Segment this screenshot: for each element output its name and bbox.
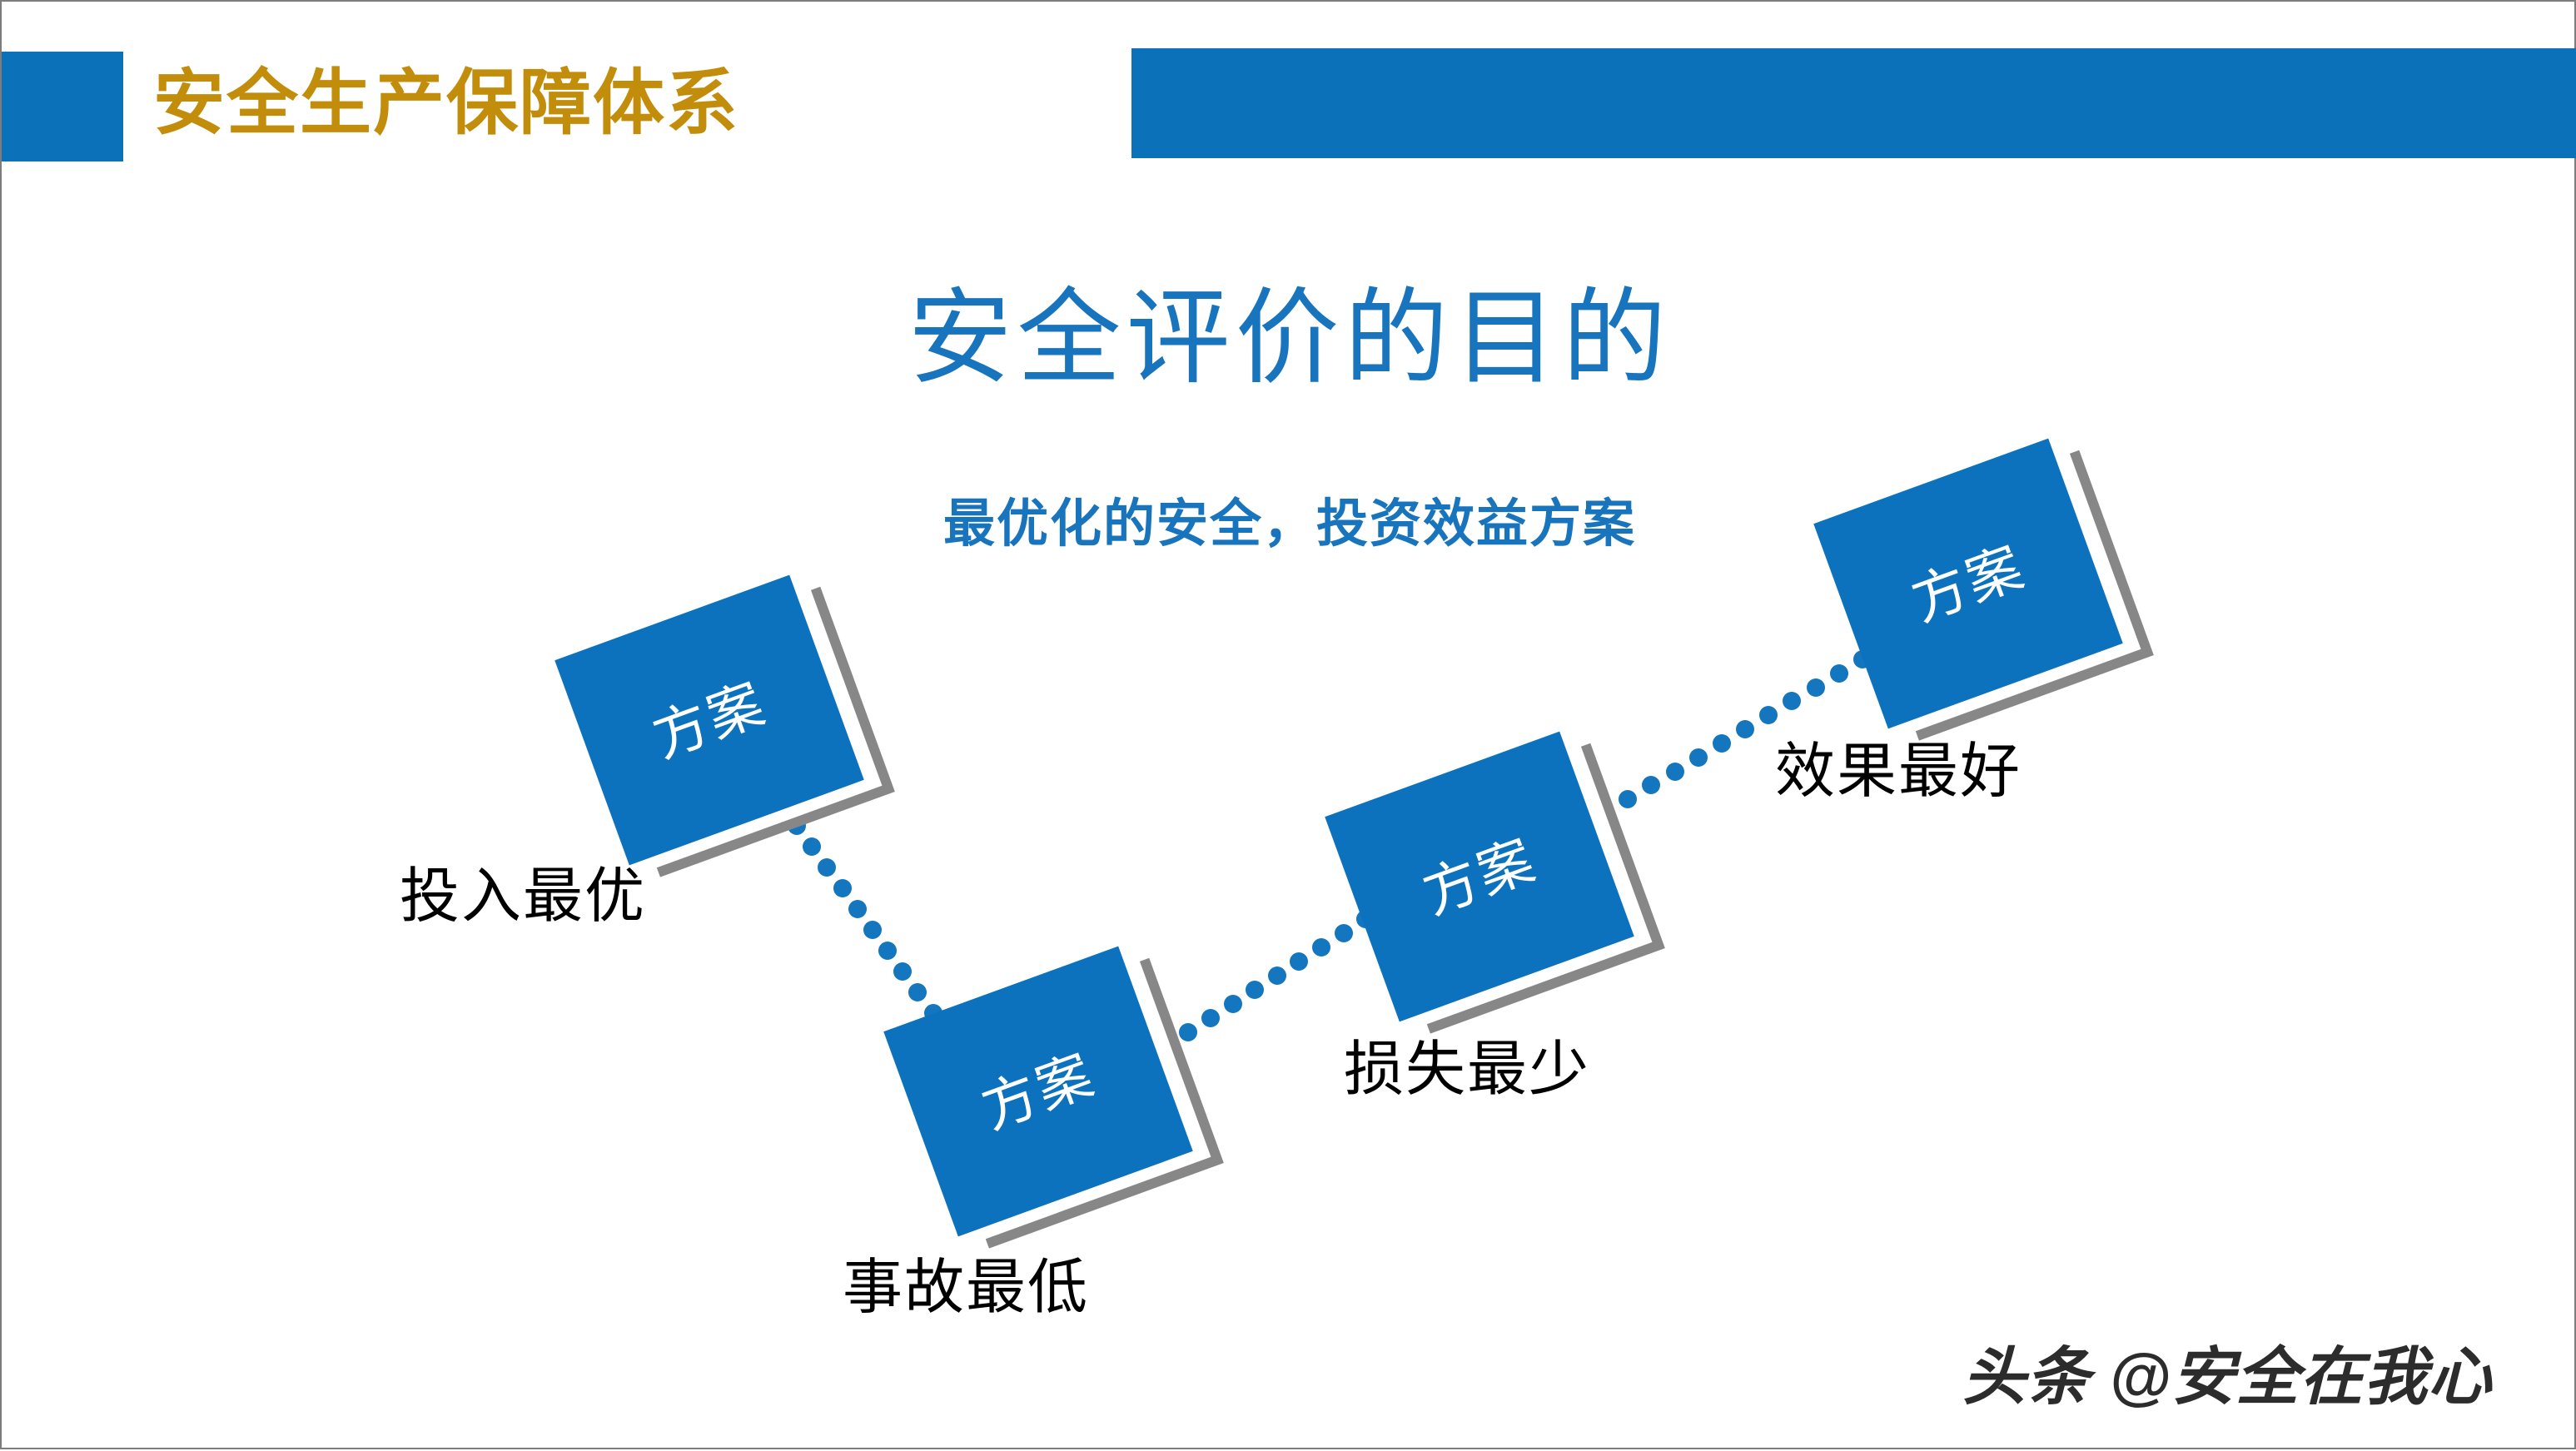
flow-node-label: 方案	[1903, 534, 2033, 633]
connector-dot	[1642, 776, 1661, 795]
header-title: 安全生产保障体系	[153, 63, 739, 143]
connector-dot	[1246, 981, 1265, 999]
connector-dot	[803, 837, 822, 856]
connector-dot	[1736, 720, 1755, 739]
flow-node-4[interactable]: 方案	[1813, 438, 2154, 741]
header-accent-bar-right	[1131, 48, 2576, 158]
connector-dot	[833, 879, 852, 897]
connector-dot	[1806, 678, 1825, 697]
connector-dot	[848, 900, 867, 918]
connector-dot	[1223, 995, 1242, 1013]
connector-dot	[1201, 1009, 1220, 1027]
connector-dot	[1712, 733, 1731, 753]
watermark-label: 头条 @安全在我心	[1962, 1342, 2493, 1413]
page-title: 安全评价的目的	[908, 281, 1672, 396]
connector-dot	[1688, 748, 1708, 767]
flow-caption-1: 投入最优	[400, 863, 647, 930]
connector-dot	[1290, 952, 1309, 971]
flow-caption-2: 事故最低	[843, 1255, 1090, 1321]
connector-dot	[1829, 663, 1848, 683]
page-subtitle: 最优化的安全，投资效益方案	[942, 495, 1636, 553]
flow-node-label: 方案	[1415, 827, 1544, 926]
flow-node-3[interactable]: 方案	[1325, 731, 1665, 1034]
connector-dot	[1312, 938, 1331, 957]
connector-dot	[818, 858, 837, 877]
connector-dot	[1619, 790, 1638, 809]
flow-caption-4: 效果最好	[1775, 738, 2022, 805]
connector-dot	[1783, 692, 1802, 711]
connector-dot	[1665, 762, 1684, 781]
flow-node-1[interactable]: 方案	[554, 574, 895, 877]
connector-dot	[893, 962, 913, 981]
connector-dot	[1179, 1023, 1198, 1041]
connector-dot	[908, 983, 927, 1001]
header-accent-block-left	[2, 52, 123, 161]
connector-dot	[1267, 967, 1286, 985]
flow-node-label: 方案	[644, 671, 774, 769]
connector-dot	[1334, 924, 1353, 942]
flow-node-label: 方案	[973, 1042, 1103, 1140]
connector-dot	[863, 921, 882, 939]
flow-caption-3: 损失最少	[1344, 1036, 1591, 1103]
flow-node-2[interactable]: 方案	[883, 946, 1224, 1249]
connector-dot	[878, 942, 898, 960]
connector-dot	[1759, 706, 1778, 725]
